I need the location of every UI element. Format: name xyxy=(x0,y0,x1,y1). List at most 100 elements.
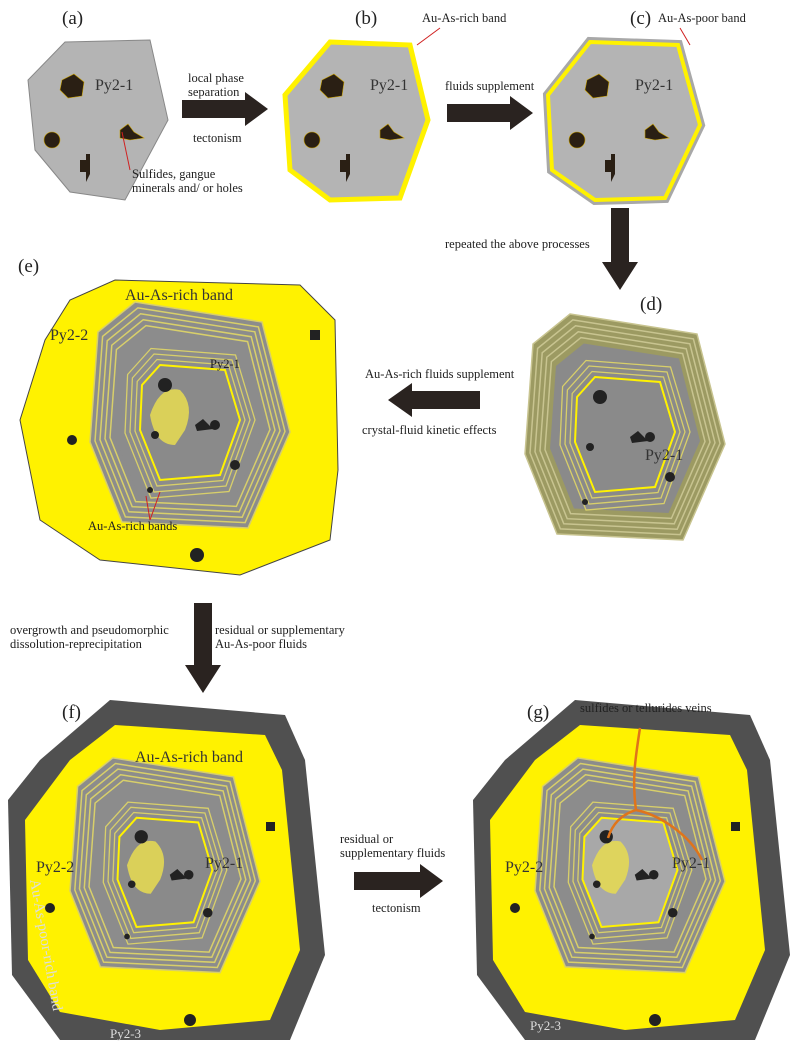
growth-band xyxy=(524,313,726,541)
arrow-right-icon xyxy=(182,92,268,126)
py2-1-label: Py2-1 xyxy=(370,77,408,94)
grain-d xyxy=(524,313,726,541)
inclusion xyxy=(203,908,213,918)
py2-2-label: Py2-2 xyxy=(50,327,88,344)
growth-band xyxy=(74,762,257,969)
growth-band xyxy=(88,779,242,953)
panel-label-f: (f) xyxy=(62,702,81,723)
arrow-left-icon xyxy=(388,383,480,417)
arrow-cd-text: repeated the above processes xyxy=(445,237,590,251)
arrow-right-icon xyxy=(447,96,533,130)
dissolution-patch xyxy=(150,389,189,445)
py2-2-label: Py2-2 xyxy=(36,859,74,876)
arrow-de-text-1: Au-As-rich fluids supplement xyxy=(365,367,515,381)
inclusion xyxy=(151,431,159,439)
arrow-ef-text-2: dissolution-reprecipitation xyxy=(10,637,143,651)
arrow-fg-text-3: tectonism xyxy=(372,901,421,915)
inclusion xyxy=(124,933,130,940)
arrow-ab-text-2: separation xyxy=(188,85,240,99)
inclusion xyxy=(190,548,204,562)
sulfides-label-2: minerals and/ or holes xyxy=(132,181,243,195)
panel-label-e: (e) xyxy=(18,256,39,277)
panel-label-d: (d) xyxy=(640,294,662,315)
rich-band-ring xyxy=(559,359,691,511)
dissolution-patch xyxy=(127,840,165,894)
arrow-ef-text-3: residual or supplementary xyxy=(215,623,346,637)
arrow-fg-text-2: supplementary fluids xyxy=(340,846,445,860)
py2-1-label: Py2-1 xyxy=(95,77,133,94)
rich-band-ring xyxy=(577,811,683,934)
rich-band-ring xyxy=(129,353,251,493)
inclusion xyxy=(645,432,655,442)
arrow-down-icon xyxy=(602,208,638,290)
growth-band xyxy=(99,313,281,518)
inclusion xyxy=(582,499,588,505)
panel-label-a: (a) xyxy=(62,8,83,29)
arrow-ef-text-4: Au-As-poor fluids xyxy=(215,637,307,651)
inclusion xyxy=(665,472,675,482)
panel-label-b: (b) xyxy=(355,8,377,29)
panel-label-c: (c) xyxy=(630,8,651,29)
pointer-line xyxy=(679,27,691,46)
rich-band xyxy=(545,39,703,203)
veins-label: sulfides or tellurides veins xyxy=(580,701,712,715)
py2-3-label: Py2-3 xyxy=(110,1026,141,1041)
growth-band xyxy=(553,779,707,953)
grain-b: Py2-1 Au-As-rich band xyxy=(282,11,507,203)
inclusion xyxy=(589,933,595,940)
inclusion xyxy=(147,487,153,493)
inclusion xyxy=(67,435,77,445)
inclusion xyxy=(510,903,520,913)
growth-band xyxy=(78,768,252,964)
sulfides-label-1: Sulfides, gangue xyxy=(132,167,216,181)
inclusion xyxy=(127,880,136,889)
inclusion xyxy=(649,870,659,880)
rich-band-ring xyxy=(567,801,693,945)
rich-band-label: Au-As-rich band xyxy=(135,749,243,766)
inclusion xyxy=(586,443,594,451)
inclusion xyxy=(184,870,194,880)
arrow-de-text-2: crystal-fluid kinetic effects xyxy=(362,423,497,437)
growth-band xyxy=(94,307,286,524)
inclusion xyxy=(593,390,607,404)
grain-e xyxy=(89,301,291,529)
pyrite-grain-with-rich-band xyxy=(282,39,431,203)
inclusion xyxy=(195,419,213,431)
vein xyxy=(606,727,704,861)
grain-g xyxy=(473,700,790,1040)
arrow-ab-text-1: local phase xyxy=(188,71,244,85)
rich-bands-label: Au-As-rich bands xyxy=(88,519,177,533)
grain-a: Py2-1 Sulfides, gangue minerals and/ or … xyxy=(27,39,243,201)
rich-band-ring xyxy=(102,801,228,945)
arrow-fg-text-1: residual or xyxy=(340,832,394,846)
dissolution-patch xyxy=(592,840,630,894)
pointer-line xyxy=(149,491,161,521)
inclusion xyxy=(630,431,648,443)
py2-2-label: Py2-2 xyxy=(505,859,543,876)
growth-band xyxy=(539,762,722,969)
inclusion xyxy=(230,460,240,470)
arrow-bc-text: fluids supplement xyxy=(445,79,535,93)
arrow-down-icon xyxy=(185,603,221,693)
growth-band xyxy=(83,773,247,958)
growth-band xyxy=(104,318,276,513)
rich-band-ring xyxy=(572,806,688,940)
rich-band-ring xyxy=(112,811,218,934)
inclusion xyxy=(592,880,601,889)
pointer-line xyxy=(416,27,441,46)
inclusion xyxy=(266,822,275,831)
py2-1-label: Py2-1 xyxy=(205,855,243,872)
grain-f xyxy=(8,700,325,1040)
py2-1-label: Py2-1 xyxy=(672,855,710,872)
rich-band-ring xyxy=(124,347,256,499)
py2-1-label: Py2-1 xyxy=(645,447,683,464)
growth-band xyxy=(109,324,271,508)
inclusion xyxy=(731,822,740,831)
rich-band-ring xyxy=(134,358,246,487)
pointer-line xyxy=(121,131,131,171)
arrow-ab-text-3: tectonism xyxy=(193,131,242,145)
growth-band xyxy=(543,768,717,964)
grain-c: Py2-1 Au-As-poor band xyxy=(542,11,747,206)
py2-1-core xyxy=(573,375,677,494)
